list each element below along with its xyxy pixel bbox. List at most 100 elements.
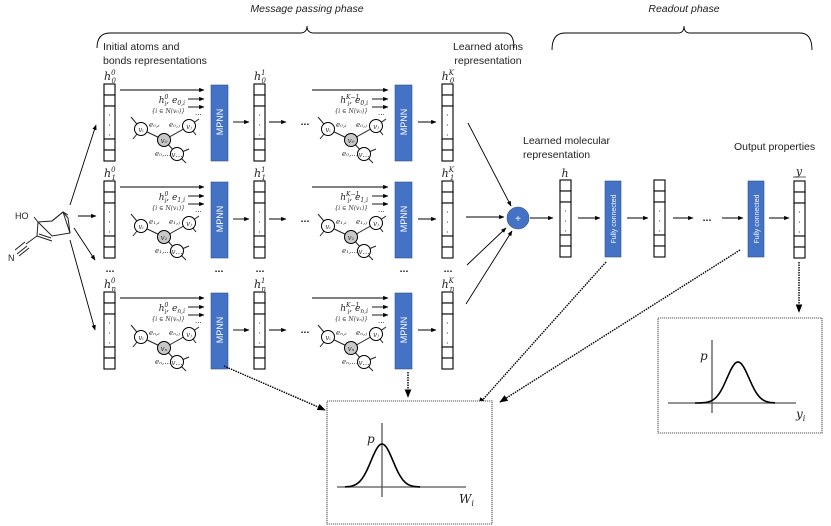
fc2-label: Fully connected <box>754 194 761 243</box>
readout-ellipsis: ... <box>703 212 712 224</box>
readout-phase-label: Readout phase <box>648 3 719 15</box>
svg-text:vᵢ: vᵢ <box>138 126 144 134</box>
svg-text:h0i, e0,i: h0i, e0,i <box>159 94 185 108</box>
row-ellipsis-4: ... <box>444 263 453 275</box>
neighbor-node-j <box>182 119 196 133</box>
center-node <box>344 341 358 355</box>
svg-text:h0i, e1,i: h0i, e1,i <box>159 191 185 205</box>
svg-text:eₙ,…: eₙ,… <box>155 358 171 366</box>
neighbor-node-j <box>182 327 196 341</box>
neighbor-node-other <box>357 147 371 161</box>
svg-text:hK−1i, e0,i: hK−1i, e0,i <box>340 94 368 108</box>
dotted-arrow-fc1-to-weights <box>477 261 607 406</box>
svg-text:eₙ,ⱼ: eₙ,ⱼ <box>169 329 180 337</box>
arrow-row0-to-sum <box>467 122 512 207</box>
svg-text:v…: v… <box>172 359 183 367</box>
svg-text:hK−1i, e1,i: hK−1i, e1,i <box>340 191 368 205</box>
svg-text:e₀,…: e₀,… <box>342 150 358 158</box>
svg-text:vⱼ: vⱼ <box>186 123 192 131</box>
svg-text:{i ∈ N(v₀)}: {i ∈ N(v₀)} <box>151 108 185 115</box>
mpnn-block-K: MPNN <box>394 292 413 370</box>
hydroxyl-label: HO <box>15 211 29 221</box>
svg-text:eₙ,ᵢ: eₙ,ᵢ <box>149 329 160 337</box>
svg-text:e₁,ⱼ: e₁,ⱼ <box>169 218 180 226</box>
neighbor-node-other <box>357 355 371 369</box>
svg-text:vⱼ: vⱼ <box>186 331 192 339</box>
neighbor-node-i <box>321 219 335 233</box>
initial-atom-vector <box>103 291 116 370</box>
svg-text:{i ∈ N(vₙ)}: {i ∈ N(vₙ)} <box>334 316 368 323</box>
neighbor-node-i <box>134 219 148 233</box>
neighbor-node-other <box>170 244 184 258</box>
output-properties-label: Output properties <box>734 141 815 153</box>
svg-text:vₙ: vₙ <box>161 345 168 353</box>
fc1-label: Fully connected <box>611 194 618 243</box>
fully-connected-block-1: Fully connected <box>604 180 622 258</box>
svg-text:e₀,ⱼ: e₀,ⱼ <box>356 121 367 129</box>
svg-text:MPNN: MPNN <box>399 206 409 233</box>
neighbor-node-j <box>369 119 383 133</box>
svg-text:...: ... <box>378 316 385 325</box>
sum-symbol: + <box>515 214 521 225</box>
neighbor-node-other <box>357 244 371 258</box>
svg-text:MPNN: MPNN <box>215 317 225 344</box>
row-ellipsis-0: ... <box>106 263 115 275</box>
row-ellipsis-2: ... <box>256 263 265 275</box>
svg-text:e₀,ⱼ: e₀,ⱼ <box>169 121 180 129</box>
svg-text:hK−1i, en,i: hK−1i, en,i <box>340 302 368 316</box>
initial-representations-label-line1: Initial atoms and <box>103 41 180 53</box>
center-node <box>157 341 171 355</box>
svg-text:vᵢ: vᵢ <box>325 223 331 231</box>
svg-text:vᵢ: vᵢ <box>138 223 144 231</box>
weights-gaussian-curve <box>345 443 420 488</box>
svg-text:e₀,ᵢ: e₀,ᵢ <box>149 121 160 129</box>
message-passing-brace <box>96 25 515 49</box>
svg-text:...: ... <box>195 316 202 325</box>
layer-ellipsis: ... <box>301 213 310 225</box>
learned-molecular-label-line2: representation <box>523 149 590 161</box>
learned-atoms-label-line1: Learned atoms <box>453 41 523 53</box>
center-node <box>157 230 171 244</box>
output-distribution-panel: p yi <box>657 317 823 434</box>
svg-text:e₁,…: e₁,… <box>342 247 358 255</box>
svg-text:e₁,ᵢ: e₁,ᵢ <box>149 218 160 226</box>
neighbor-node-other <box>170 147 184 161</box>
center-node <box>344 133 358 147</box>
svg-text:v₀: v₀ <box>348 137 355 145</box>
row-ellipsis-1: ... <box>215 263 224 275</box>
svg-text:h0i, en,i: h0i, en,i <box>159 302 185 316</box>
mpnn-block-K: MPNN <box>394 181 413 259</box>
layer-ellipsis: ... <box>301 324 310 336</box>
readout-brace <box>551 25 813 51</box>
svg-text:...: ... <box>378 205 385 214</box>
svg-text:vⱼ: vⱼ <box>373 220 379 228</box>
molecular-vector <box>559 179 572 258</box>
layer1-atom-vector <box>253 180 266 259</box>
neighbor-node-other <box>170 355 184 369</box>
svg-text:eₙ,ᵢ: eₙ,ᵢ <box>336 329 347 337</box>
svg-text:eₙ,…: eₙ,… <box>342 358 358 366</box>
svg-text:MPNN: MPNN <box>215 109 225 136</box>
learned-molecular-label-line1: Learned molecular <box>523 135 610 147</box>
output-p-label: p <box>700 349 708 363</box>
input-molecule: HO N <box>8 211 71 263</box>
svg-text:e₀,ᵢ: e₀,ᵢ <box>336 121 347 129</box>
svg-text:MPNN: MPNN <box>399 317 409 344</box>
final-atom-vector <box>441 291 454 370</box>
neighbor-node-i <box>134 122 148 136</box>
output-vector-label: y <box>795 165 803 178</box>
svg-text:vᵢ: vᵢ <box>325 334 331 342</box>
hidden-vector <box>653 179 666 258</box>
input-arrow-ellipsis <box>73 227 96 261</box>
svg-text:v…: v… <box>359 359 370 367</box>
neighbor-node-j <box>369 327 383 341</box>
